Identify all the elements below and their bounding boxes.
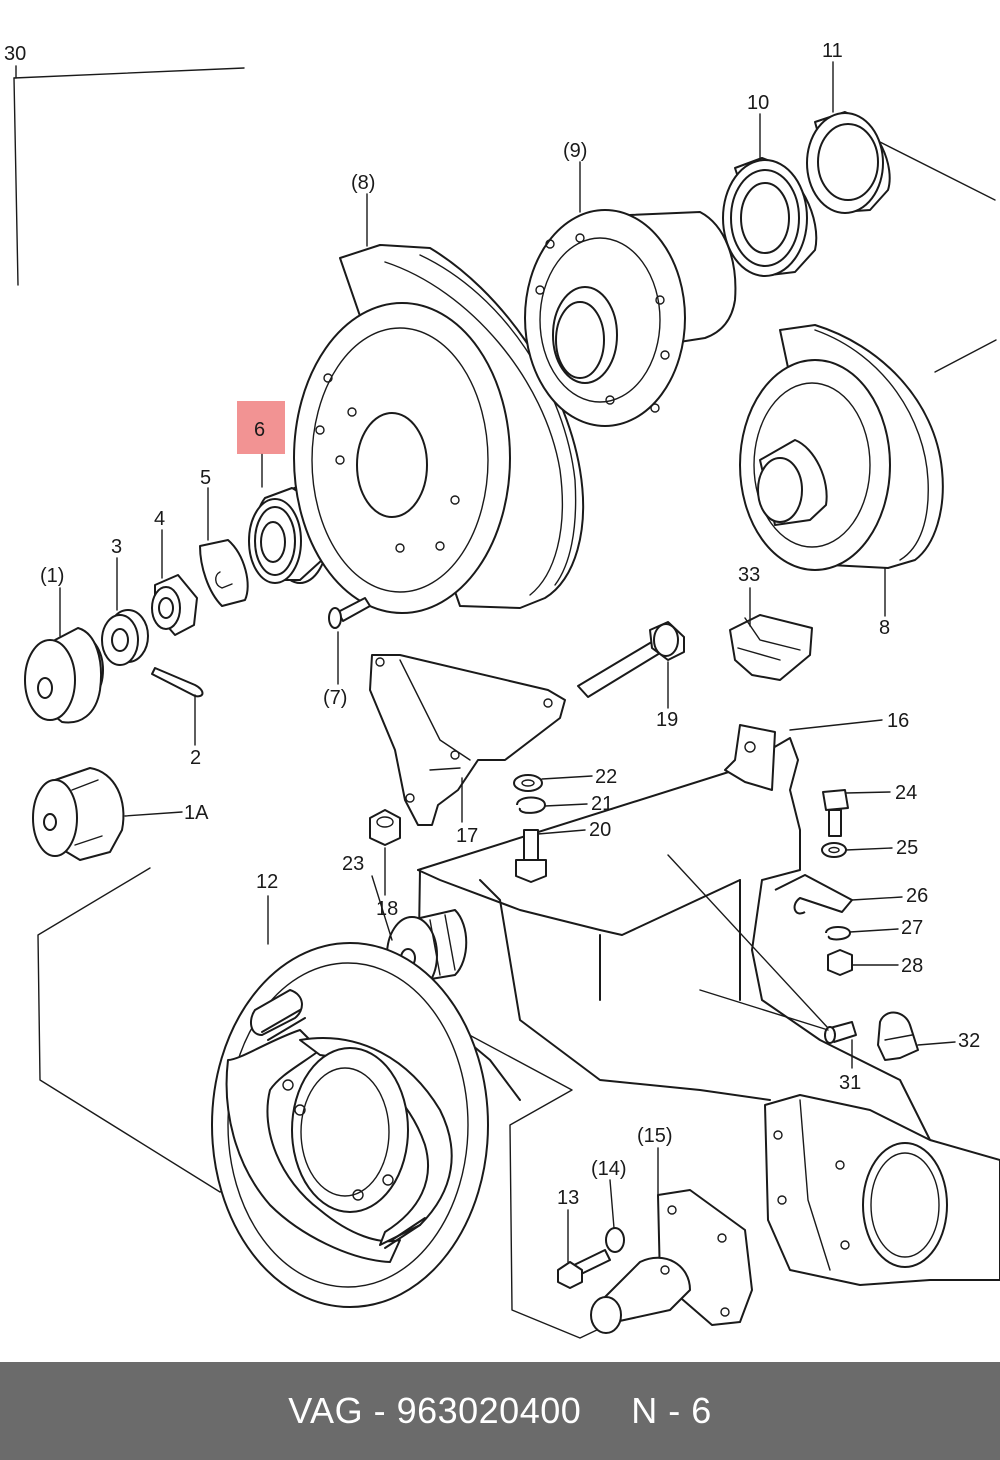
label-18: 18 [376, 898, 398, 920]
label-13: 13 [557, 1187, 579, 1209]
part-31-screw [824, 1021, 857, 1044]
label-17: 17 [456, 825, 478, 847]
footer-reference: N - 6 [631, 1390, 712, 1431]
part-5-thrust-washer [199, 539, 249, 607]
part-19-bolt [577, 621, 685, 698]
part-10-wheel-bearing [722, 157, 818, 277]
label-31: 31 [839, 1072, 861, 1094]
label-9: (9) [563, 140, 587, 162]
part-25-washer [821, 842, 847, 858]
part-20-bolt [515, 829, 547, 883]
part-4-nut [151, 574, 198, 636]
label-26: 26 [906, 885, 928, 907]
part-28-nut [827, 949, 853, 976]
label-12: 12 [256, 871, 278, 893]
label-23: 23 [342, 853, 364, 875]
part-3-castle-nut [101, 609, 149, 666]
label-24: 24 [895, 782, 917, 804]
part-1-grease-cap [24, 627, 104, 724]
label-14: (14) [591, 1158, 627, 1180]
label-19: 19 [656, 709, 678, 731]
frame-right-top [879, 141, 996, 201]
part-1a-grease-cap [32, 767, 125, 861]
label-22: 22 [595, 766, 617, 788]
label-6: 6 [254, 419, 265, 441]
footer-brand-part-number: VAG - 963020400 [288, 1390, 582, 1431]
label-5: 5 [200, 467, 211, 489]
part-17-bracket [369, 654, 566, 826]
part-8-brake-drum [293, 244, 585, 614]
part-2-cotter-pin [151, 667, 204, 698]
label-32: 32 [958, 1030, 980, 1052]
label-25: 25 [896, 837, 918, 859]
part-15-stub-axle [590, 1189, 753, 1334]
frame-corner [13, 67, 245, 286]
part-14-washer [605, 1227, 625, 1253]
label-15: (15) [637, 1125, 673, 1147]
label-27: 27 [901, 917, 923, 939]
label-20: 20 [589, 819, 611, 841]
footer-bar: VAG - 963020400 N - 6 [0, 1362, 1000, 1460]
leader-lines [15, 61, 956, 1263]
part-18-bushing [369, 809, 401, 846]
part-8-brake-drum-lower [739, 324, 944, 571]
part-24-bolt [822, 789, 849, 837]
part-33-clip [729, 614, 813, 681]
label-28: 28 [901, 955, 923, 977]
part-11-oil-seal [806, 111, 891, 214]
label-16: 16 [887, 710, 909, 732]
part-7-screw [328, 597, 371, 629]
part-9-wheel-hub [524, 209, 737, 427]
label-8: 8 [879, 617, 890, 639]
label-33: 33 [738, 564, 760, 586]
label-1a: 1A [184, 802, 209, 824]
part-16-mounting-plate [724, 724, 776, 791]
part-12-backing-plate [211, 942, 489, 1308]
label-10: 10 [747, 92, 769, 114]
part-26-clamp [774, 874, 853, 915]
label-7: (7) [323, 687, 347, 709]
part-13-bolt [557, 1249, 611, 1289]
label-2: 2 [190, 747, 201, 769]
part-22-washer [513, 774, 543, 792]
part-32-clip [877, 1011, 919, 1061]
label-8a: (8) [351, 172, 375, 194]
label-3: 3 [111, 536, 122, 558]
axle-housing-right [764, 1094, 1000, 1286]
frame-right-mid [934, 339, 997, 373]
label-1: (1) [40, 565, 64, 587]
leader-32-axle [699, 989, 829, 1031]
leader-31-axle [667, 854, 829, 1029]
part-21-spring-washer [516, 796, 546, 814]
part-labels: 30 11 10 (9) (8) 8 6 5 4 3 (1) 2 1A (7) … [4, 40, 980, 1209]
label-11: 11 [822, 40, 843, 62]
label-4: 4 [154, 508, 165, 530]
highlight-part-6 [237, 401, 285, 454]
part-27-spring-washer [825, 926, 851, 941]
parts-diagram: 30 11 10 (9) (8) 8 6 5 4 3 (1) 2 1A (7) … [4, 40, 1000, 1339]
label-30: 30 [4, 43, 26, 65]
label-21: 21 [591, 793, 613, 815]
